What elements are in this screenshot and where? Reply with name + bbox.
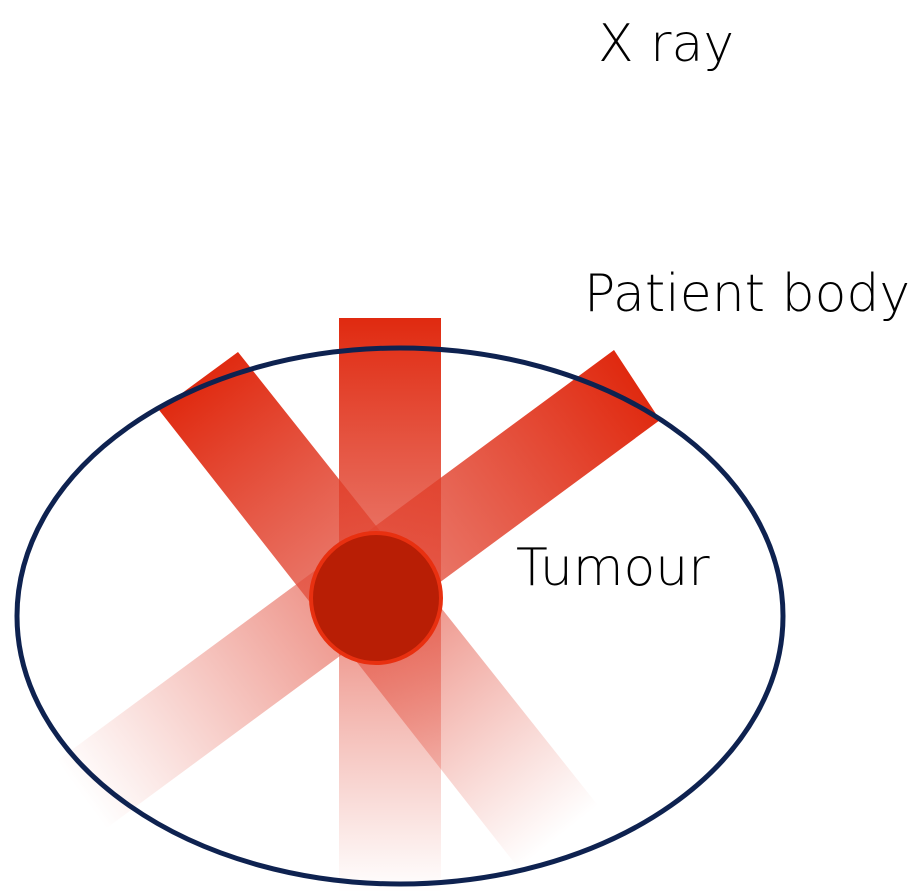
patient-body-label: Patient body xyxy=(584,268,910,320)
xray-label: X ray xyxy=(598,18,734,70)
tumour-label: Tumour xyxy=(516,542,710,594)
tumour-circle xyxy=(311,533,441,663)
